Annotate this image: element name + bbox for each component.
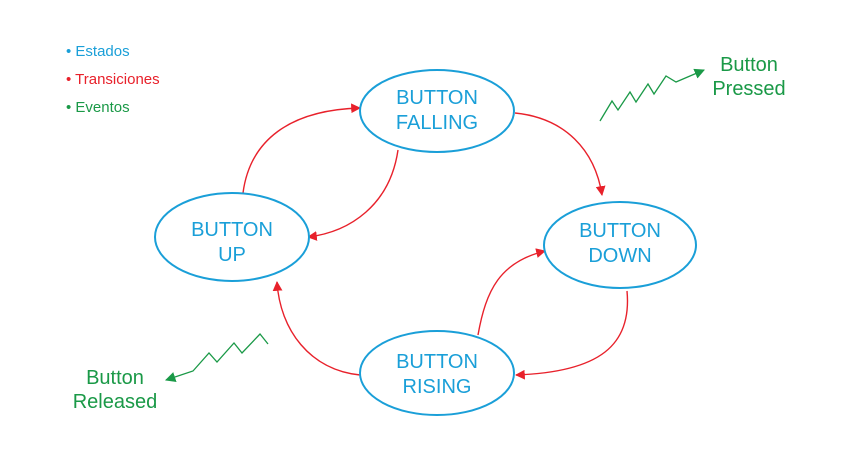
event-released-line2: Released (72, 391, 158, 413)
state-falling-line1: BUTTON (396, 87, 478, 109)
event-pressed-line2: Pressed (712, 78, 786, 100)
event-pressed-arrow (599, 68, 705, 122)
event-released-line1: Button (86, 367, 144, 389)
transition-up-to-falling (242, 103, 361, 194)
state-rising-line1: BUTTON (396, 351, 478, 373)
state-up-label: BUTTON UP (162, 218, 302, 268)
state-falling-line2: FALLING (395, 112, 479, 134)
state-rising-ellipse (359, 330, 515, 416)
legend-item-eventos: • Eventos (66, 99, 130, 116)
event-pressed-line1: Button (720, 54, 778, 76)
event-released-label: Button Released (60, 366, 170, 414)
state-falling-label: BUTTON FALLING (367, 86, 507, 136)
state-up-line1: BUTTON (191, 219, 273, 241)
state-up-line2: UP (218, 244, 246, 266)
transition-down-to-rising (515, 290, 629, 380)
transition-rising-to-up (272, 281, 361, 376)
state-up-ellipse (154, 192, 310, 282)
state-rising-label: BUTTON RISING (367, 350, 507, 400)
legend-item-transiciones: • Transiciones (66, 71, 160, 88)
legend: • Estados • Transiciones • Eventos (66, 38, 160, 122)
legend-item-estados: • Estados (66, 43, 130, 60)
state-down-line1: BUTTON (579, 220, 661, 242)
state-down-label: BUTTON DOWN (550, 219, 690, 269)
state-falling-ellipse (359, 69, 515, 153)
transition-falling-to-down (514, 112, 606, 196)
state-down-line2: DOWN (588, 245, 652, 267)
transition-rising-to-down (477, 248, 546, 336)
transition-falling-to-up (307, 149, 399, 241)
event-pressed-label: Button Pressed (694, 53, 804, 101)
event-released-arrow (165, 333, 269, 382)
state-rising-line2: RISING (402, 376, 472, 398)
state-down-ellipse (543, 201, 697, 289)
